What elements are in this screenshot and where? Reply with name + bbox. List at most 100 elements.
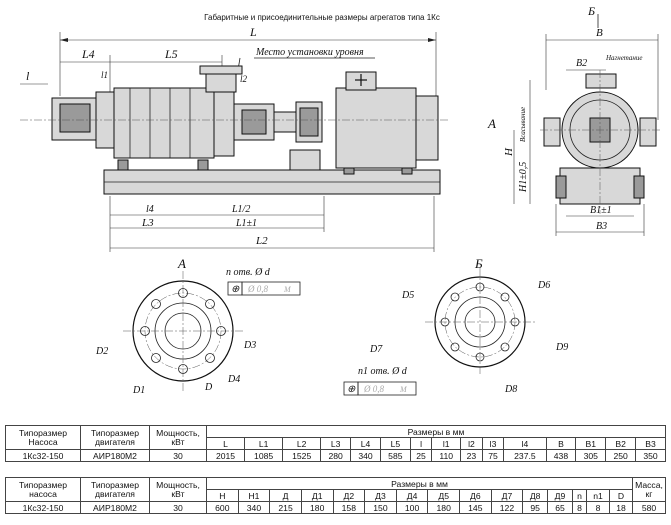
flange-b-tolerance: Ø 0,8	[363, 384, 384, 394]
dim-B3: B3	[596, 221, 607, 232]
t2-col-header-14: D	[608, 489, 634, 502]
t2-value-8: 145	[459, 501, 492, 514]
t2-value-2: 215	[269, 501, 302, 514]
t1-value-13: 250	[605, 449, 637, 462]
t2-col-header-13: n1	[586, 489, 610, 502]
flange-b-D8: D8	[504, 384, 517, 395]
section-a-marker: А	[487, 116, 496, 131]
t1-col-header-2: L2	[282, 437, 322, 450]
position-tolerance-icon: ⊕	[231, 284, 240, 295]
dim-L2: L2	[255, 235, 268, 247]
dim-L1-half: L1/2	[231, 204, 250, 215]
t2-group-label: Размеры в мм	[206, 477, 633, 490]
t1-col-header-5: L5	[379, 437, 411, 450]
dim-H: H	[503, 147, 515, 157]
t2-col-header-0: H	[206, 489, 239, 502]
flange-b-D9: D9	[555, 342, 568, 353]
dimensions-table-2: Типоразмер насоса Типоразмер двигателя М…	[5, 477, 666, 514]
t2-value-10: 95	[522, 501, 549, 514]
t2-col-header-3: Д1	[300, 489, 334, 502]
side-view: Б B B2 Нагнетание Всасывание H H1±0,5 B1…	[503, 4, 660, 236]
outlet-label: Нагнетание	[605, 54, 643, 62]
flange-b-D6: D6	[537, 280, 550, 291]
t1-col-header-14: B3	[635, 437, 666, 450]
dim-l1: l1	[101, 70, 108, 80]
t2-header-power: Мощность, кВт	[149, 477, 207, 502]
t2-value-4: 158	[332, 501, 366, 514]
t2-value-0: 600	[206, 501, 239, 514]
t2-value-11: 65	[547, 501, 573, 514]
t1-value-14: 350	[635, 449, 666, 462]
t1-col-header-3: L3	[320, 437, 352, 450]
t1-header-pump: Типоразмер Насоса	[5, 425, 81, 450]
view-b-arrow-label: Б	[587, 4, 595, 18]
flange-a-title: А	[177, 256, 186, 271]
t1-value-8: 23	[460, 449, 483, 462]
install-note: Место установки уровня	[255, 47, 364, 58]
flange-a-holes: n отв. Ø d	[226, 267, 271, 278]
dim-l4-small: l4	[146, 204, 154, 215]
t2-pump: 1Кс32-150	[5, 501, 81, 514]
t2-col-header-6: Д4	[395, 489, 429, 502]
t1-col-header-6: l	[409, 437, 433, 450]
t1-value-5: 585	[379, 449, 411, 462]
t2-col-header-2: Д	[269, 489, 302, 502]
t2-value-13: 8	[586, 501, 610, 514]
t1-col-header-7: l1	[431, 437, 462, 450]
flange-a-D4: D4	[227, 374, 240, 385]
flange-b-modifier: M	[399, 385, 408, 394]
dim-B2: B2	[576, 58, 587, 69]
t2-value-3: 180	[300, 501, 334, 514]
dim-l: l	[26, 69, 30, 83]
flange-a-D1: D1	[132, 385, 145, 396]
dim-L4: L4	[81, 47, 95, 61]
t2-col-header-7: Д5	[427, 489, 460, 502]
flange-a-D2: D2	[95, 346, 108, 357]
t2-value-5: 150	[364, 501, 397, 514]
t2-header-motor: Типоразмер двигателя	[80, 477, 150, 502]
flange-b-D5: D5	[401, 290, 414, 301]
t2-col-header-1: H1	[237, 489, 271, 502]
dim-B1: B1±1	[590, 205, 612, 216]
dim-L3: L3	[141, 217, 154, 229]
t1-value-0: 2015	[205, 449, 246, 462]
flange-a-view: А n отв. Ø d ⊕ Ø 0,8 M D2 D3 D1 D D4	[95, 256, 301, 396]
t1-value-7: 110	[431, 449, 462, 462]
t1-header-power: Мощность, кВт	[149, 425, 207, 450]
t2-col-header-8: Д6	[459, 489, 492, 502]
t2-mass: 580	[632, 501, 666, 514]
t2-col-header-10: Д8	[522, 489, 549, 502]
t1-value-10: 237.5	[503, 449, 547, 462]
flange-b-D7: D7	[369, 344, 383, 355]
t1-col-header-9: l3	[481, 437, 505, 450]
dim-l2: l2	[240, 74, 248, 84]
dim-L5: L5	[164, 47, 178, 61]
t1-power: 30	[149, 449, 207, 462]
t1-col-header-10: l4	[503, 437, 547, 450]
t2-col-header-4: Д2	[332, 489, 366, 502]
t1-value-12: 305	[575, 449, 607, 462]
t1-value-1: 1085	[244, 449, 284, 462]
t2-col-header-11: Д9	[547, 489, 573, 502]
dim-B: B	[596, 27, 603, 39]
t1-col-header-8: l2	[460, 437, 483, 450]
t2-motor: АИР180М2	[80, 501, 150, 514]
flange-a-modifier: M	[283, 285, 292, 294]
t1-header-motor: Типоразмер двигателя	[80, 425, 150, 450]
t2-value-9: 122	[490, 501, 524, 514]
t1-pump: 1Кс32-150	[5, 449, 81, 462]
dim-L1-tol: L1±1	[235, 218, 257, 229]
pump-unit-drawing: Габаритные и присоединительные размеры а…	[20, 4, 660, 396]
t2-col-header-5: Д3	[364, 489, 397, 502]
inlet-label: Всасывание	[519, 107, 527, 142]
t2-power: 30	[149, 501, 207, 514]
t2-value-7: 180	[427, 501, 460, 514]
t1-col-header-4: L4	[350, 437, 381, 450]
dim-H1: H1±0,5	[518, 162, 529, 193]
drawing-title: Габаритные и присоединительные размеры а…	[204, 13, 440, 22]
position-tolerance-icon-b: ⊕	[347, 384, 356, 395]
flange-a-tolerance: Ø 0,8	[247, 284, 268, 294]
t1-motor: АИР180М2	[80, 449, 150, 462]
flange-a-D: D	[204, 382, 213, 393]
t1-value-2: 1525	[282, 449, 322, 462]
